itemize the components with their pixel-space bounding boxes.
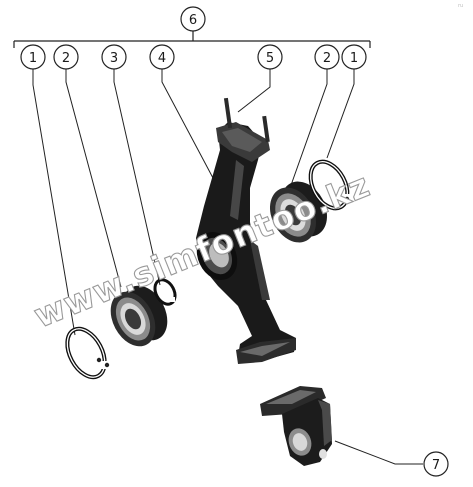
callout-6: 6 <box>180 6 206 32</box>
bracket-7 <box>260 386 332 466</box>
leader-5 <box>237 69 271 113</box>
svg-text:6: 6 <box>189 13 197 28</box>
svg-text:4: 4 <box>158 51 166 66</box>
leader-2-left <box>65 69 122 288</box>
callout-7: 7 <box>423 451 449 477</box>
svg-text:1: 1 <box>350 51 358 66</box>
svg-text:3: 3 <box>110 51 118 66</box>
svg-text:7: 7 <box>432 458 440 473</box>
knuckle-arm-4 <box>196 97 296 364</box>
circlip-right <box>308 159 350 211</box>
leader-7 <box>334 440 423 465</box>
bearing-right <box>269 181 328 243</box>
callout-5: 5 <box>257 44 283 70</box>
callout-2-right: 2 <box>314 44 340 70</box>
svg-text:1: 1 <box>29 51 37 66</box>
callout-2-left: 2 <box>53 44 79 70</box>
leader-1-right <box>326 69 355 159</box>
leader-1-left <box>32 69 76 336</box>
svg-text:2: 2 <box>323 51 331 66</box>
corner-mark: ru <box>458 3 463 9</box>
leader-2-right <box>289 69 328 189</box>
watermark: www.simfontoo.kz <box>28 165 375 335</box>
callout-1-right: 1 <box>341 44 367 70</box>
callouts: 6 1 2 3 4 5 2 1 <box>20 6 449 477</box>
callout-1-left: 1 <box>20 44 46 70</box>
leader-lines <box>32 69 423 465</box>
bearing-left <box>110 285 168 347</box>
callout-3: 3 <box>101 44 127 70</box>
callout-4: 4 <box>149 44 175 70</box>
svg-text:5: 5 <box>266 51 274 66</box>
leader-4 <box>161 69 214 179</box>
snap-ring-3 <box>153 278 177 306</box>
group-bracket-6 <box>13 31 371 48</box>
leader-3 <box>113 69 161 286</box>
circlip-left <box>65 326 110 380</box>
svg-text:2: 2 <box>62 51 70 66</box>
